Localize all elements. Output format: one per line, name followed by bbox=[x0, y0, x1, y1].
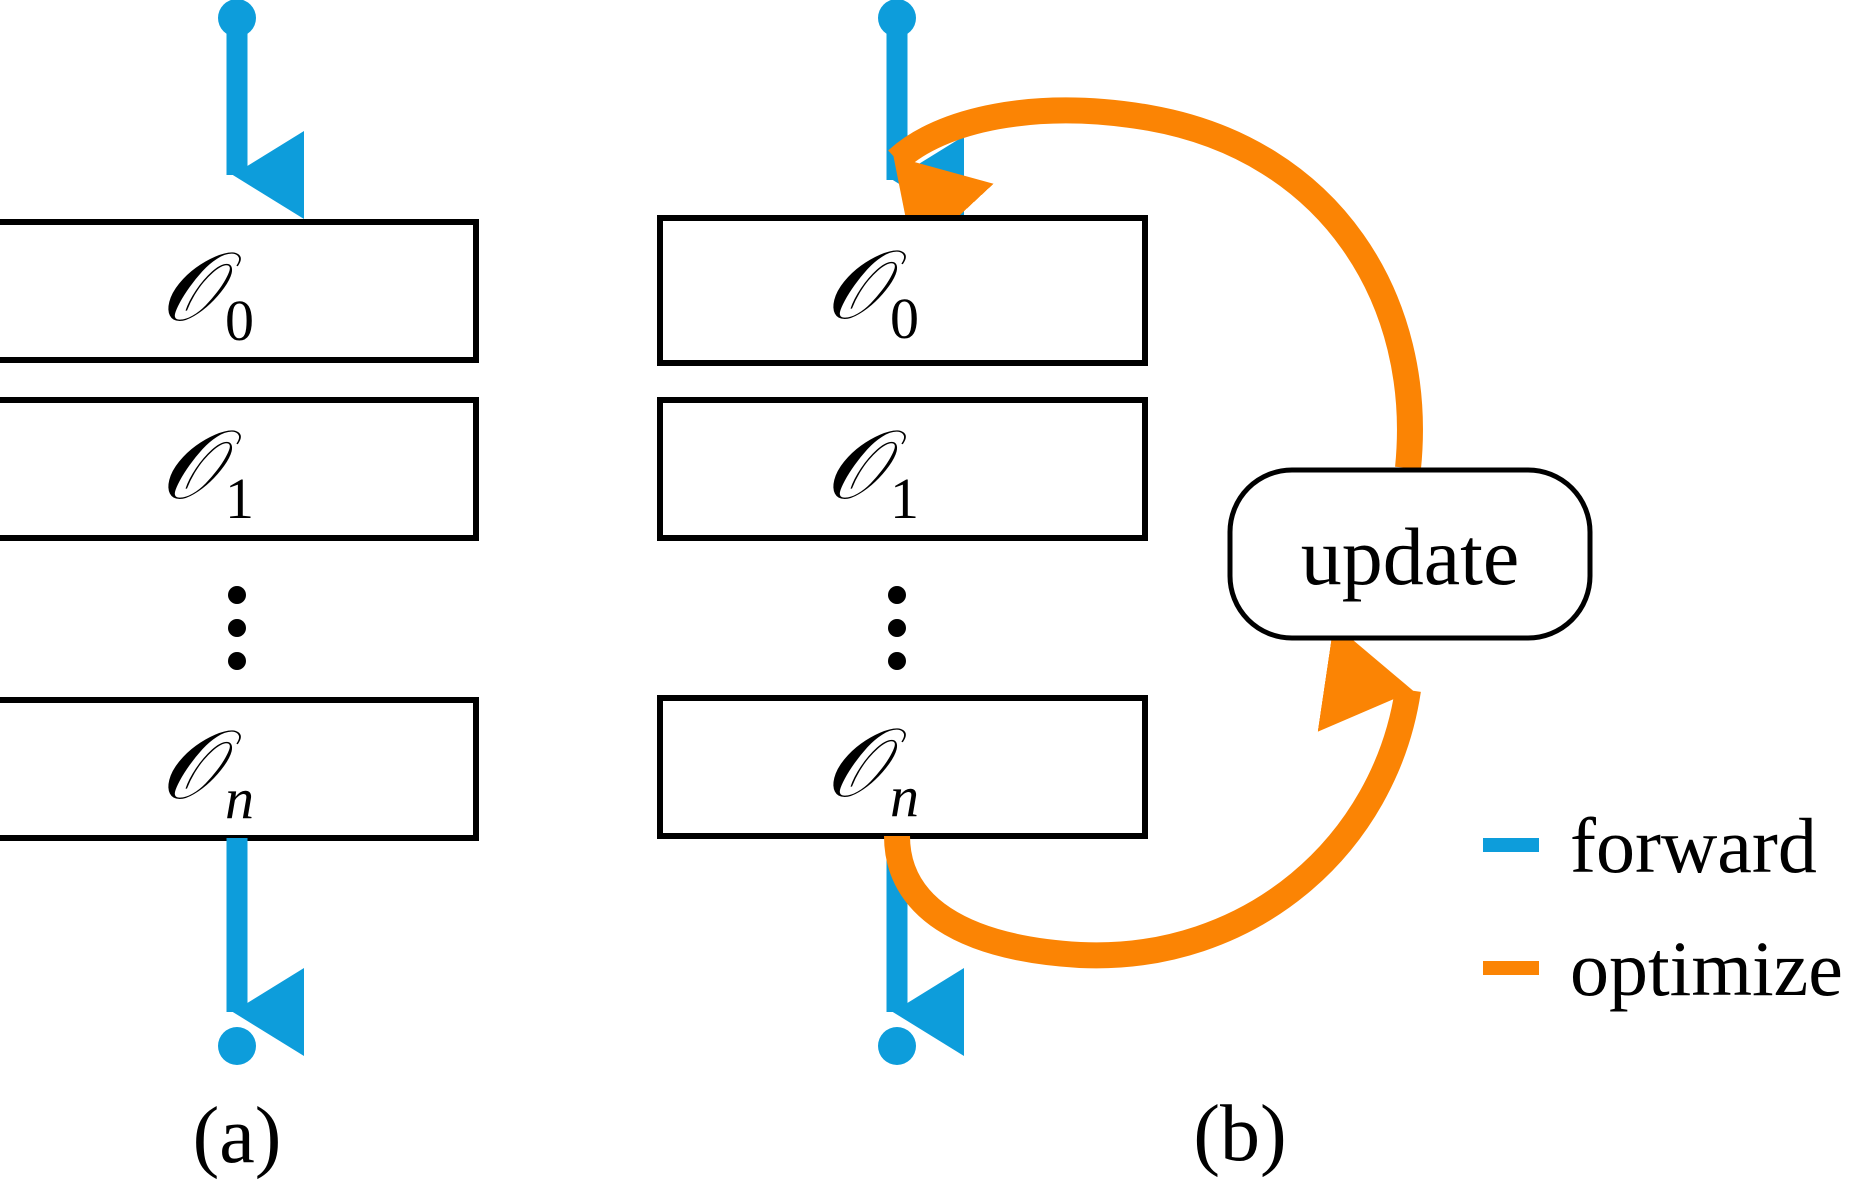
legend-item-forward: forward bbox=[1483, 802, 1817, 889]
legend-swatch-forward bbox=[1483, 838, 1539, 852]
forward-arrow-out-target-dot bbox=[218, 1027, 256, 1065]
panel-a-forward-arrow-in bbox=[218, 0, 305, 220]
operator-block-0-subscript: 0 bbox=[890, 286, 919, 351]
legend-label-forward: forward bbox=[1570, 802, 1817, 889]
panel-b-caption: (b) bbox=[1193, 1090, 1286, 1178]
panel-b: 𝒪 0 𝒪 1 𝒪 n bbox=[657, 0, 1593, 1178]
operator-block-1-rect bbox=[0, 397, 479, 541]
operator-block-1-subscript: 1 bbox=[890, 466, 919, 531]
panel-b-optimize-arrow-from-output bbox=[884, 623, 1421, 969]
forward-arrow-out-target-dot bbox=[878, 1027, 916, 1065]
panel-a: 𝒪 0 𝒪 1 𝒪 n bbox=[0, 0, 479, 1180]
operator-block-0-subscript: 0 bbox=[225, 288, 254, 353]
operator-block-n-rect bbox=[657, 695, 1148, 839]
operator-block-1-rect bbox=[657, 397, 1148, 541]
panel-a-caption: (a) bbox=[193, 1092, 282, 1180]
panel-a-vertical-ellipsis bbox=[228, 586, 246, 670]
operator-block-1-subscript: 1 bbox=[225, 466, 254, 531]
panel-b-vertical-ellipsis bbox=[888, 586, 906, 670]
operator-block-n-subscript: n bbox=[225, 766, 254, 831]
panel-a-operator-block-n: 𝒪 n bbox=[0, 697, 479, 841]
update-node-label: update bbox=[1301, 511, 1520, 602]
panel-b-update-node[interactable]: update bbox=[1227, 467, 1593, 641]
panel-a-operator-block-1: 𝒪 1 bbox=[0, 397, 479, 541]
legend-swatch-optimize bbox=[1483, 961, 1539, 975]
legend: forward optimize bbox=[1483, 802, 1843, 1012]
panel-a-forward-arrow-out bbox=[218, 838, 305, 1065]
optimize-arrow-from-output-path bbox=[884, 623, 1421, 969]
panel-a-operator-block-0: 𝒪 0 bbox=[0, 219, 479, 363]
legend-label-optimize: optimize bbox=[1570, 925, 1843, 1012]
panel-b-optimize-arrow-to-input bbox=[888, 97, 1423, 470]
panel-b-operator-block-0: 𝒪 0 bbox=[657, 215, 1148, 366]
optimize-arrow-to-input-path bbox=[888, 97, 1423, 470]
panel-b-operator-block-1: 𝒪 1 bbox=[657, 397, 1148, 541]
operator-block-0-rect bbox=[657, 215, 1148, 366]
panel-b-operator-block-n: 𝒪 n bbox=[657, 695, 1148, 839]
operator-block-n-subscript: n bbox=[890, 764, 919, 829]
operator-block-0-rect bbox=[0, 219, 479, 363]
operator-block-n-rect bbox=[0, 697, 479, 841]
update-node-rect[interactable] bbox=[1227, 467, 1593, 641]
legend-item-optimize: optimize bbox=[1483, 925, 1843, 1012]
